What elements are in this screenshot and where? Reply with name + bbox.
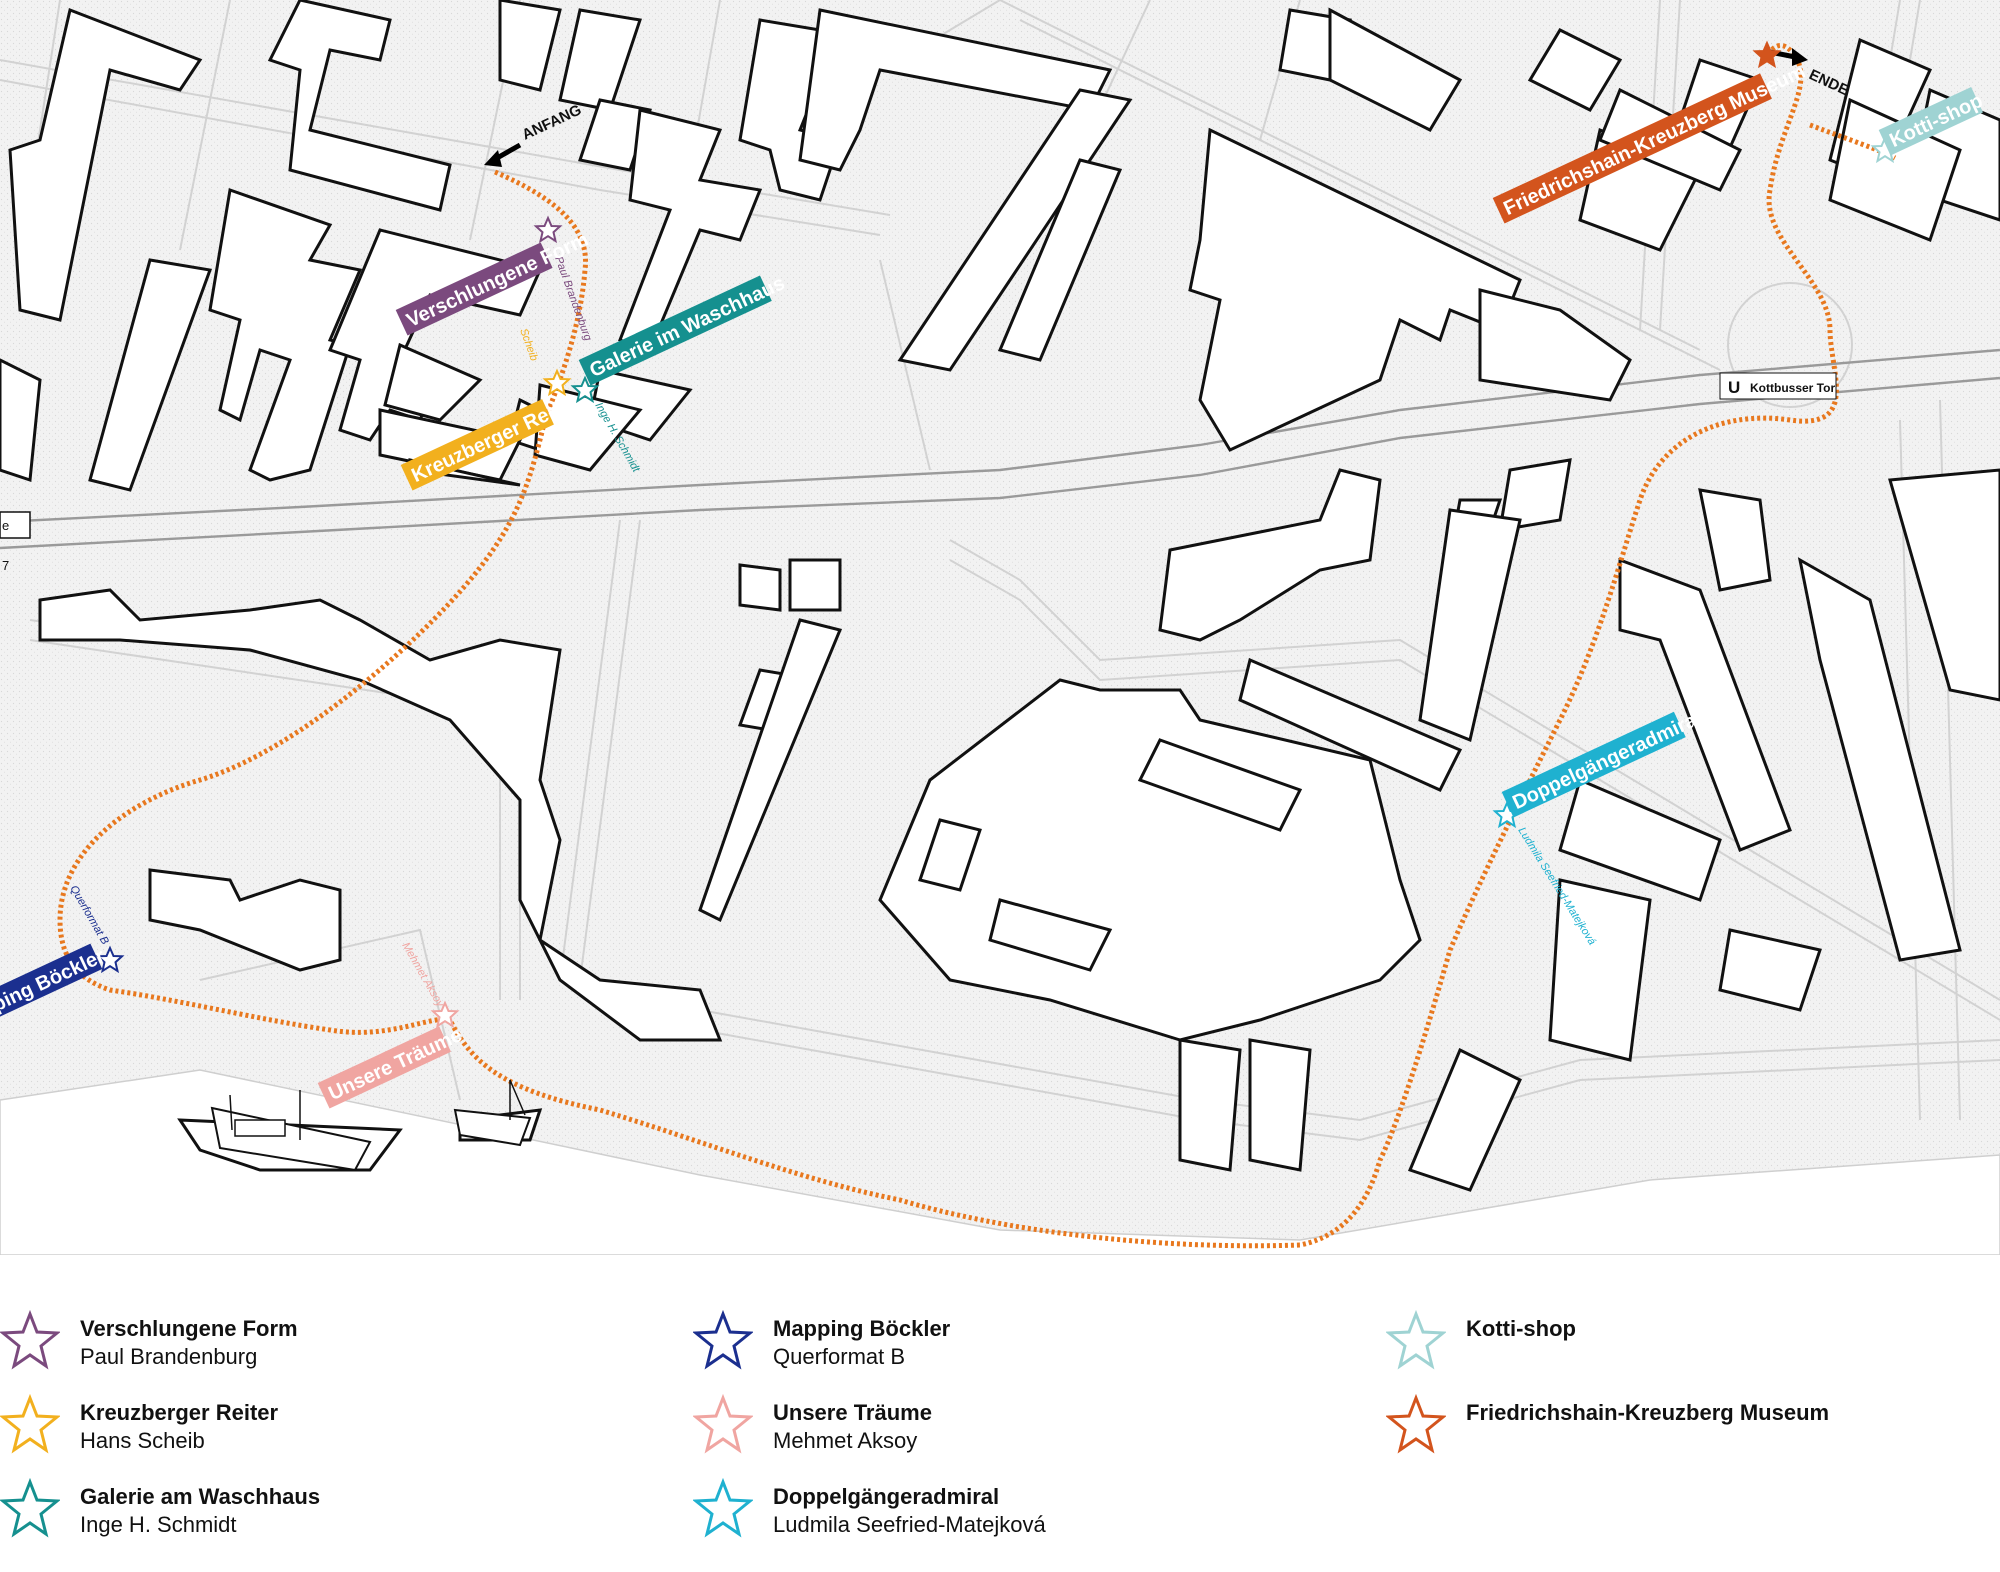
legend-star-shape xyxy=(693,1394,753,1454)
main-road: e 7 xyxy=(0,348,2000,573)
edge-label-7: 7 xyxy=(2,558,9,573)
tag-bg-unsere-traeume xyxy=(317,1026,451,1109)
legend-artist: Querformat B xyxy=(773,1344,906,1369)
legend-artist: Hans Scheib xyxy=(80,1428,205,1453)
tag-bg-mapping-boeckler xyxy=(0,943,103,1020)
legend-title: Friedrichshain-Kreuzberg Museum xyxy=(1466,1400,1830,1425)
station-label: U Kottbusser Tor xyxy=(1719,372,1837,400)
legend-title: Galerie am Waschhaus xyxy=(80,1484,321,1509)
star-outline-icon xyxy=(693,1310,753,1370)
tag-bg-doppelgaengeradmiral xyxy=(1501,711,1686,818)
legend-star-shape xyxy=(1386,1394,1446,1454)
star-outline-icon xyxy=(1386,1394,1446,1454)
tag-bg-galerie-waschhaus xyxy=(578,275,772,386)
canal xyxy=(0,1069,2000,1255)
legend-star-shape xyxy=(0,1394,60,1454)
map: e 7 xyxy=(0,0,2000,1255)
buildings xyxy=(0,0,2000,1192)
legend-artist: Ludmila Seefried-Matejková xyxy=(773,1512,1046,1537)
station-name: Kottbusser Tor xyxy=(1750,381,1835,395)
legend-star-shape xyxy=(0,1478,60,1538)
legend: Verschlungene Form Paul Brandenburg Kreu… xyxy=(0,1255,2000,1572)
legend-artist: Inge H. Schmidt xyxy=(80,1512,237,1537)
legend-star-shape xyxy=(693,1478,753,1538)
legend-star-shape xyxy=(1386,1310,1446,1370)
tag-bg-kotti-shop xyxy=(1878,86,1983,156)
star-outline-icon xyxy=(0,1310,60,1370)
star-outline-icon xyxy=(693,1478,753,1538)
legend-artist: Paul Brandenburg xyxy=(80,1344,258,1369)
star-outline-icon xyxy=(0,1478,60,1538)
route-path xyxy=(57,43,1839,1249)
station-marker: U xyxy=(1728,378,1740,397)
tag-bg-verschlungene-form xyxy=(395,242,553,336)
legend-title: Mapping Böckler xyxy=(773,1316,951,1341)
legend-title: Kreuzberger Reiter xyxy=(80,1400,279,1425)
star-outline-icon xyxy=(1386,1310,1446,1370)
legend-title: Doppelgängeradmiral xyxy=(773,1484,1000,1509)
legend-star-shape xyxy=(0,1310,60,1370)
legend-artist: Mehmet Aksoy xyxy=(773,1428,918,1453)
legend-title: Kotti-shop xyxy=(1466,1316,1576,1341)
edge-label-e: e xyxy=(2,518,9,533)
star-outline-icon xyxy=(0,1394,60,1454)
boat-small xyxy=(453,1108,532,1147)
legend-title: Unsere Träume xyxy=(773,1400,932,1425)
boats xyxy=(210,1079,532,1172)
legend-star-shape xyxy=(693,1310,753,1370)
legend-title: Verschlungene Form xyxy=(80,1316,298,1341)
star-outline-icon xyxy=(693,1394,753,1454)
tag-bg-friedrichshain-museum xyxy=(1492,73,1772,224)
tag-bg-kreuzberger-reiter xyxy=(400,399,554,491)
